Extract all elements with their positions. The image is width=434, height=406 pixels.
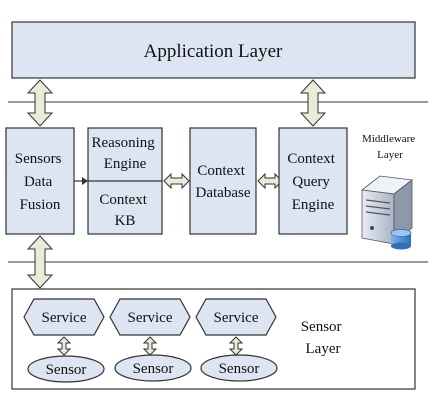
sensor-label-3: Sensor bbox=[219, 361, 260, 377]
double-arrow-service-sensor-1 bbox=[56, 336, 72, 356]
svg-text:Context Query Engi: Context Query Engine bbox=[287, 151, 338, 213]
context-database-line-1: Context bbox=[197, 163, 245, 179]
svg-text:Sensor Layer: Sensor Layer bbox=[301, 319, 346, 357]
double-arrow-app-query bbox=[299, 79, 327, 127]
svg-text:Context Database: Context Database bbox=[196, 163, 251, 201]
service-label-1: Service bbox=[42, 310, 87, 326]
context-database-line-2: Database bbox=[196, 185, 251, 201]
application-layer-label: Application Layer bbox=[144, 41, 283, 62]
service-hexagon-2: Service bbox=[109, 298, 191, 336]
service-hexagon-1: Service bbox=[23, 298, 105, 336]
svg-text:Context KB: Context KB bbox=[99, 192, 150, 229]
sensor-ellipse-3: Sensor bbox=[200, 354, 278, 382]
application-layer-box: Application Layer bbox=[11, 21, 416, 79]
double-arrow-app-fusion bbox=[26, 79, 54, 127]
query-engine-line-1: Context bbox=[287, 151, 335, 167]
double-arrow-database-query bbox=[257, 172, 283, 190]
context-query-engine-box: Context Query Engine bbox=[278, 127, 348, 235]
query-engine-line-2: Query bbox=[292, 174, 330, 190]
sensor-label-2: Sensor bbox=[133, 361, 174, 377]
reasoning-line-2: Engine bbox=[104, 156, 147, 172]
fusion-line-1: Sensors bbox=[15, 151, 62, 167]
service-label-2: Service bbox=[128, 310, 173, 326]
middleware-label-line-1: Middleware bbox=[362, 133, 415, 145]
service-hexagon-3: Service bbox=[195, 298, 277, 336]
context-kb-line-2: KB bbox=[115, 213, 136, 229]
fusion-line-2: Data bbox=[24, 174, 53, 190]
query-engine-line-3: Engine bbox=[292, 197, 335, 213]
context-database-box: Context Database bbox=[189, 127, 257, 235]
svg-text:Sensors Data Fusio: Sensors Data Fusion bbox=[15, 151, 65, 213]
sensor-label-1: Sensor bbox=[46, 362, 87, 378]
sensor-layer-label-line-2: Layer bbox=[306, 341, 341, 357]
server-database-icon bbox=[360, 175, 414, 250]
arrow-fusion-to-reasoning bbox=[74, 177, 88, 185]
middleware-label-line-2: Layer bbox=[377, 149, 403, 161]
sensors-data-fusion-box: Sensors Data Fusion bbox=[5, 127, 75, 235]
reasoning-line-1: Reasoning bbox=[91, 135, 155, 151]
double-arrow-fusion-sensor-layer bbox=[26, 235, 54, 289]
svg-text:Middleware Layer: Middleware Layer bbox=[362, 133, 418, 161]
fusion-line-3: Fusion bbox=[20, 197, 61, 213]
context-kb-line-1: Context bbox=[99, 192, 147, 208]
sensor-ellipse-2: Sensor bbox=[114, 354, 192, 382]
sensor-layer-label-line-1: Sensor bbox=[301, 319, 342, 335]
double-arrow-reasoning-database bbox=[163, 172, 190, 190]
sensor-ellipse-1: Sensor bbox=[27, 355, 105, 383]
reasoning-kb-box: Reasoning Engine Context KB bbox=[87, 127, 163, 235]
svg-text:Reasoning Engine: Reasoning Engine bbox=[91, 135, 158, 172]
service-label-3: Service bbox=[214, 310, 259, 326]
